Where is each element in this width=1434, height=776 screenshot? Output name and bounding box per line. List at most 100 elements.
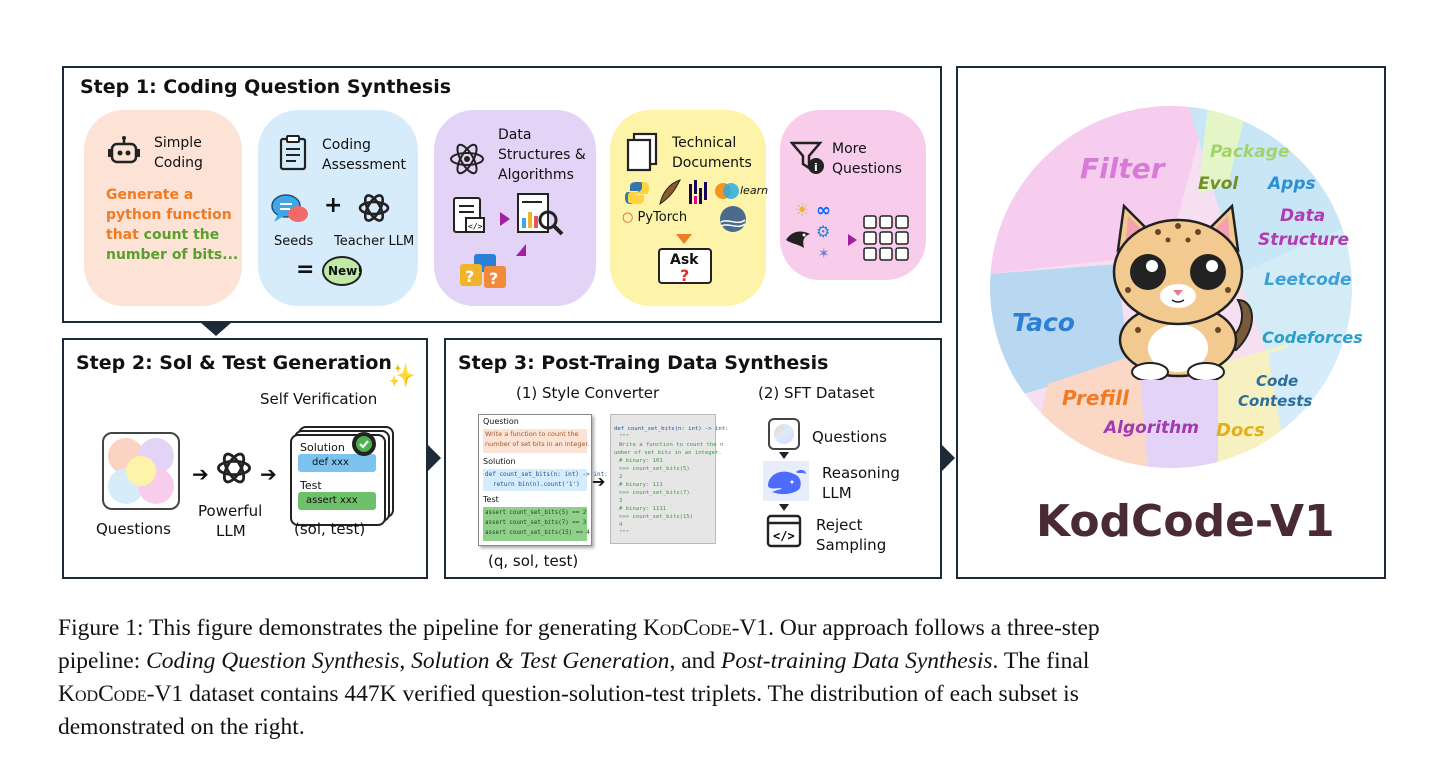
sft-questions-icon: [768, 418, 800, 450]
card-solution-label: Solution: [300, 441, 345, 454]
arrow-right-icon-5: ➔: [592, 472, 606, 491]
svg-text:?: ?: [489, 269, 498, 288]
converted-line-3: Write a function to count the n: [619, 442, 724, 448]
sft-dataset-label: (2) SFT Dataset: [758, 384, 875, 402]
converted-line-1: def count_set_bits(n: int) -> int:: [614, 426, 729, 432]
kodcode-title: KodCode-V1: [1036, 496, 1335, 547]
step3-to-result-arrow: [941, 444, 955, 472]
qst-question-label: Question: [483, 417, 519, 426]
dsa-label-3: Algorithms: [498, 167, 574, 183]
qst-question-text-2: number of set bits in an integer.: [485, 440, 590, 448]
step2-title: Step 2: Sol & Test Generation: [76, 352, 392, 374]
tag-evol: Evol: [1198, 174, 1239, 194]
arrow-down-icon: [676, 234, 692, 244]
feather-icon: [656, 178, 682, 210]
converted-line-6: >>> count_set_bits(5): [619, 466, 690, 472]
step1-title: Step 1: Coding Question Synthesis: [80, 76, 452, 98]
new-label: New!: [328, 264, 363, 278]
more-label-1: More: [832, 141, 867, 157]
tag-data: Data: [1280, 206, 1326, 226]
robot-icon: [106, 134, 142, 174]
step3-panel: Step 3: Post-Traing Data Synthesis (1) S…: [444, 338, 942, 579]
more-label-2: Questions: [832, 161, 902, 177]
generate-line-2: python function: [106, 207, 232, 223]
tag-filter: Filter: [1080, 152, 1165, 185]
cat-mascot-image: [1112, 203, 1253, 380]
tag-structure: Structure: [1258, 230, 1350, 250]
gear-logo-icon: ⚙: [816, 222, 831, 241]
sft-questions-label: Questions: [812, 428, 887, 446]
ask-question-mark: ?: [680, 266, 690, 285]
card-assert-text: assert xxx: [306, 495, 358, 506]
converted-line-14: """: [619, 530, 630, 536]
question-bubbles-icon: ??: [458, 252, 512, 296]
converted-line-8: # binary: 111: [619, 482, 663, 488]
arrow-up-right-icon: [516, 244, 526, 256]
qst-test-line-2: assert count_set_bits(7) == 3: [485, 520, 587, 526]
step2-to-step3-arrow: [427, 444, 441, 472]
tag-codeforces: Codeforces: [1262, 328, 1363, 347]
step1-to-step2-arrow: [200, 322, 232, 336]
simple-label-2: Coding: [154, 155, 203, 171]
whale-icon: [762, 460, 810, 506]
meta-icon: ∞: [816, 200, 831, 221]
reasoning-label-1: Reasoning: [822, 464, 900, 482]
converted-line-11: # binary: 1111: [619, 506, 667, 512]
card-def-row: [298, 454, 376, 472]
documents-icon: [626, 132, 660, 178]
arrow-down-icon-3: [779, 504, 789, 511]
arrow-right-icon-4: ➔: [260, 462, 277, 486]
tag-docs: Docs: [1216, 420, 1265, 441]
assessment-label-2: Assessment: [322, 157, 406, 173]
chart-magnifier-icon: [516, 192, 564, 242]
reject-label-1: Reject: [816, 516, 863, 534]
caption-line-1: Figure 1: This figure demonstrates the p…: [58, 615, 1100, 641]
converted-line-12: >>> count_set_bits(15): [619, 514, 694, 520]
sparkles-icon: ✨: [388, 364, 416, 389]
learn-label: learn: [740, 184, 769, 197]
card-assert-row: [298, 492, 376, 510]
qst-question-text-1: Write a function to count the: [485, 430, 579, 438]
converted-line-7: 2: [619, 474, 623, 480]
powerful-llm-icon: [214, 448, 254, 492]
converted-line-10: 3: [619, 498, 623, 504]
assessment-label-1: Coding: [322, 137, 371, 153]
ask-label: Ask: [670, 252, 699, 268]
qst-solution-label: Solution: [483, 457, 516, 466]
converted-line-2: """: [619, 434, 630, 440]
qst-test-line-1: assert count_set_bits(5) == 2: [485, 510, 587, 516]
bird-icon: [784, 226, 812, 256]
teacher-llm-label: Teacher LLM: [334, 234, 415, 249]
questions-blob-image: [102, 432, 180, 510]
svg-text:i: i: [814, 161, 818, 174]
qst-solution-box: [483, 469, 587, 491]
sparkle-logo-icon: ✶: [818, 246, 830, 262]
converted-line-4: umber of set bits in an integer.: [614, 450, 722, 456]
plus-sign: +: [324, 193, 343, 218]
step1-panel: Step 1: Coding Question Synthesis Simple…: [62, 66, 942, 323]
simple-coding-card: [84, 110, 242, 306]
reject-label-2: Sampling: [816, 536, 887, 554]
qst-card: Question Write a function to count the n…: [478, 414, 608, 546]
self-verification-label: Self Verification: [260, 390, 378, 408]
qst-question-box: [483, 429, 587, 453]
tag-apps: Apps: [1268, 174, 1316, 194]
simple-label-1: Simple: [154, 135, 202, 151]
converted-card: def count_set_bits(n: int) -> int: """ W…: [610, 414, 729, 544]
code-window-icon: </>: [766, 514, 802, 552]
tech-label-2: Documents: [672, 155, 752, 171]
tag-leetcode: Leetcode: [1264, 270, 1352, 290]
ask-bubble: [658, 248, 712, 284]
converted-line-9: >>> count_set_bits(7): [619, 490, 690, 496]
lightbulb-icon: ☀: [794, 200, 811, 221]
tag-prefill: Prefill: [1062, 386, 1129, 410]
generate-line-1: Generate a: [106, 187, 194, 203]
svg-text:</>: </>: [468, 222, 483, 231]
q-sol-test-label: (q, sol, test): [488, 552, 579, 570]
dsa-label-1: Data: [498, 127, 532, 143]
kodcode-panel: Filter Package Evol Apps Data Structure …: [956, 66, 1386, 579]
sol-test-label: (sol, test): [294, 520, 366, 538]
openai-logo-icon: [356, 190, 392, 230]
qst-test-box: [483, 507, 587, 541]
arrow-right-icon-2: [848, 234, 857, 246]
